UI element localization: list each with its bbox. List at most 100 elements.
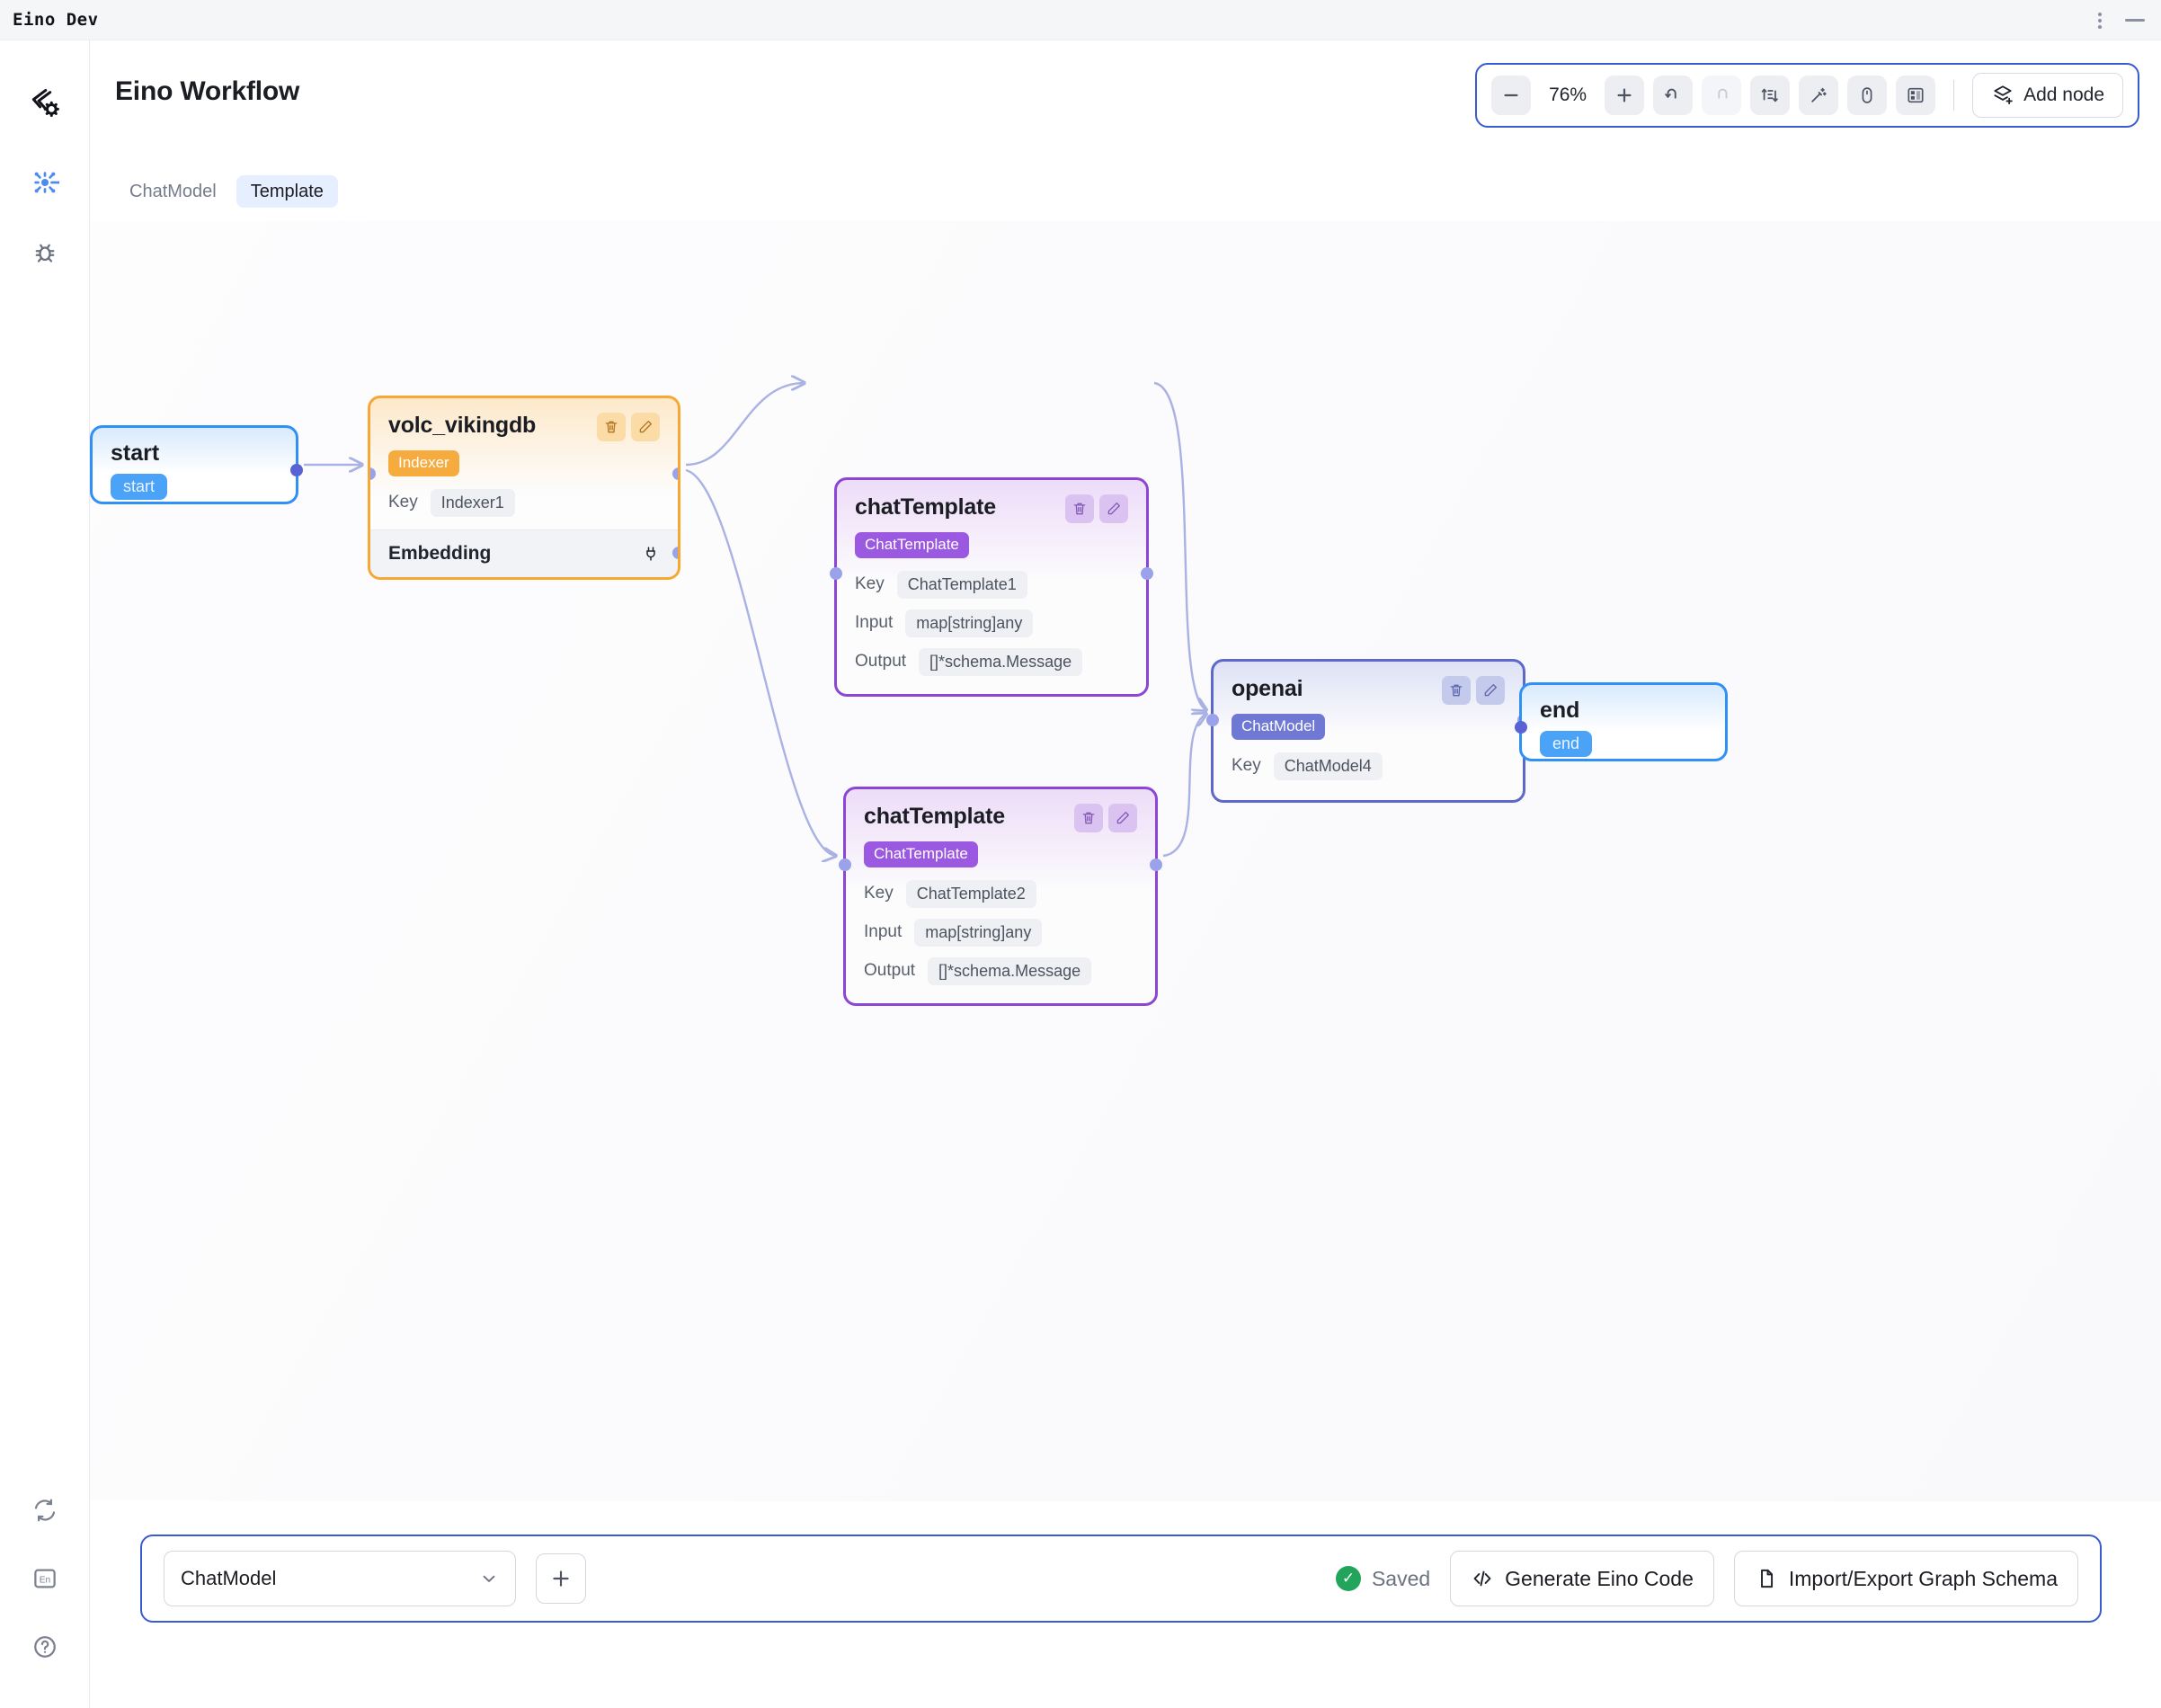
auto-layout-icon[interactable] [1750,76,1791,115]
trash-icon[interactable] [1074,804,1103,832]
row-key: Output [855,652,907,672]
bottom-bar: ChatModel ✓ Saved Generate Eino Code Imp… [140,1535,2102,1623]
row-value: map[string]any [905,609,1034,637]
node-tag: ChatTemplate [864,841,978,867]
code-brackets-icon [1473,1570,1491,1587]
minimap-icon[interactable] [1896,76,1936,115]
port-out[interactable] [290,464,303,476]
workflow-canvas[interactable]: start start volc_vikingdb Indexer Key [90,221,2161,1501]
node-title: end [1540,698,1580,723]
toolbar-divider [1953,80,1955,111]
undo-button[interactable] [1653,76,1694,115]
row-key: Key [855,574,885,594]
generate-eino-code-button[interactable]: Generate Eino Code [1450,1551,1714,1606]
pencil-icon[interactable] [1108,804,1137,832]
trash-icon[interactable] [1442,676,1471,705]
embedding-slot[interactable]: Embedding [370,529,678,577]
document-icon [1760,1569,1773,1588]
row-key: Input [864,922,903,942]
save-status: ✓ Saved [1335,1566,1431,1591]
sidebar-item-graph[interactable] [23,161,67,204]
plus-icon [553,1570,569,1587]
page-title: Eino Workflow [115,76,300,106]
node-volc-vikingdb[interactable]: volc_vikingdb Indexer Key Indexer1 Embed… [368,396,680,580]
node-tag: ChatTemplate [855,532,969,558]
row-key: Key [388,493,418,512]
port-embedding[interactable] [672,547,678,559]
trash-icon[interactable] [1065,494,1094,523]
row-value: ChatTemplate1 [896,570,1027,599]
zoom-level: 76% [1549,85,1587,105]
canvas-toolbar: 76% [1475,63,2139,128]
chevron-down-icon [483,1575,495,1582]
kebab-menu-icon[interactable] [2098,12,2102,29]
minimize-icon[interactable] [2125,19,2145,22]
row-key: Output [864,961,916,981]
tab-chatmodel[interactable]: ChatModel [129,182,217,201]
port-in[interactable] [1515,721,1527,734]
port-out[interactable] [1141,567,1153,580]
row-value: Indexer1 [430,488,515,517]
zoom-in-button[interactable] [1605,76,1645,115]
row-key: Key [1232,756,1261,776]
trash-icon[interactable] [597,413,626,441]
node-chat-template-1[interactable]: chatTemplate ChatTemplate Key ChatTempla… [830,477,1153,697]
node-tag: ChatModel [1232,714,1326,740]
app-title: Eino Dev [13,10,99,30]
language-en-icon[interactable]: En [23,1557,67,1600]
node-openai[interactable]: openai ChatModel Key ChatModel4 [1206,659,1530,803]
node-tag: Indexer [388,450,459,476]
model-select-value: ChatModel [181,1567,277,1589]
mouse-icon[interactable] [1847,76,1888,115]
node-title: volc_vikingdb [388,413,537,438]
tab-bar: ChatModel Template [115,175,338,208]
node-chat-template-2[interactable]: chatTemplate ChatTemplate Key ChatTempla… [839,787,1162,1006]
magic-wand-icon[interactable] [1799,76,1839,115]
save-status-label: Saved [1371,1566,1431,1590]
row-key: Input [855,613,894,633]
redo-button [1702,76,1742,115]
sidebar-item-debug[interactable] [23,231,67,274]
node-pill: end [1540,731,1593,757]
node-pill: start [111,474,168,500]
row-value: ChatModel4 [1273,752,1383,780]
row-value: []*schema.Message [919,647,1083,676]
port-in[interactable] [830,567,842,580]
row-value: map[string]any [914,918,1043,947]
node-end[interactable]: end end [1515,682,1728,761]
title-bar: Eino Dev [0,0,2161,40]
pencil-icon[interactable] [631,413,660,441]
node-start[interactable]: start start [90,425,303,504]
row-value: []*schema.Message [928,956,1092,985]
port-in[interactable] [1206,714,1219,726]
zoom-out-button[interactable] [1491,76,1532,115]
port-out[interactable] [672,467,678,480]
node-title: start [111,440,160,466]
import-export-graph-schema-button[interactable]: Import/Export Graph Schema [1733,1551,2078,1606]
check-circle-icon: ✓ [1335,1566,1361,1591]
embedding-label: Embedding [388,542,492,564]
port-in[interactable] [370,467,376,480]
sync-refresh-icon[interactable] [23,1489,67,1532]
node-title: chatTemplate [855,494,996,520]
generate-eino-code-label: Generate Eino Code [1505,1566,1694,1590]
pencil-icon[interactable] [1099,494,1128,523]
left-rail: En [0,40,90,1708]
add-node-button[interactable]: Add node [1972,73,2123,118]
row-value: ChatTemplate2 [905,879,1036,908]
row-key: Key [864,884,894,903]
model-select[interactable]: ChatModel [164,1551,516,1606]
pencil-icon[interactable] [1476,676,1505,705]
port-out[interactable] [1150,858,1162,871]
tab-template[interactable]: Template [236,175,338,208]
import-export-graph-schema-label: Import/Export Graph Schema [1788,1566,2058,1590]
port-in[interactable] [839,858,851,871]
add-node-label: Add node [2023,85,2104,105]
add-model-button[interactable] [536,1553,586,1604]
plug-icon [642,545,660,563]
help-circle-icon[interactable] [23,1625,67,1668]
node-title: openai [1232,676,1303,701]
node-title: chatTemplate [864,804,1005,829]
svg-text:En: En [39,1575,50,1585]
eino-logo-icon[interactable] [23,83,67,126]
